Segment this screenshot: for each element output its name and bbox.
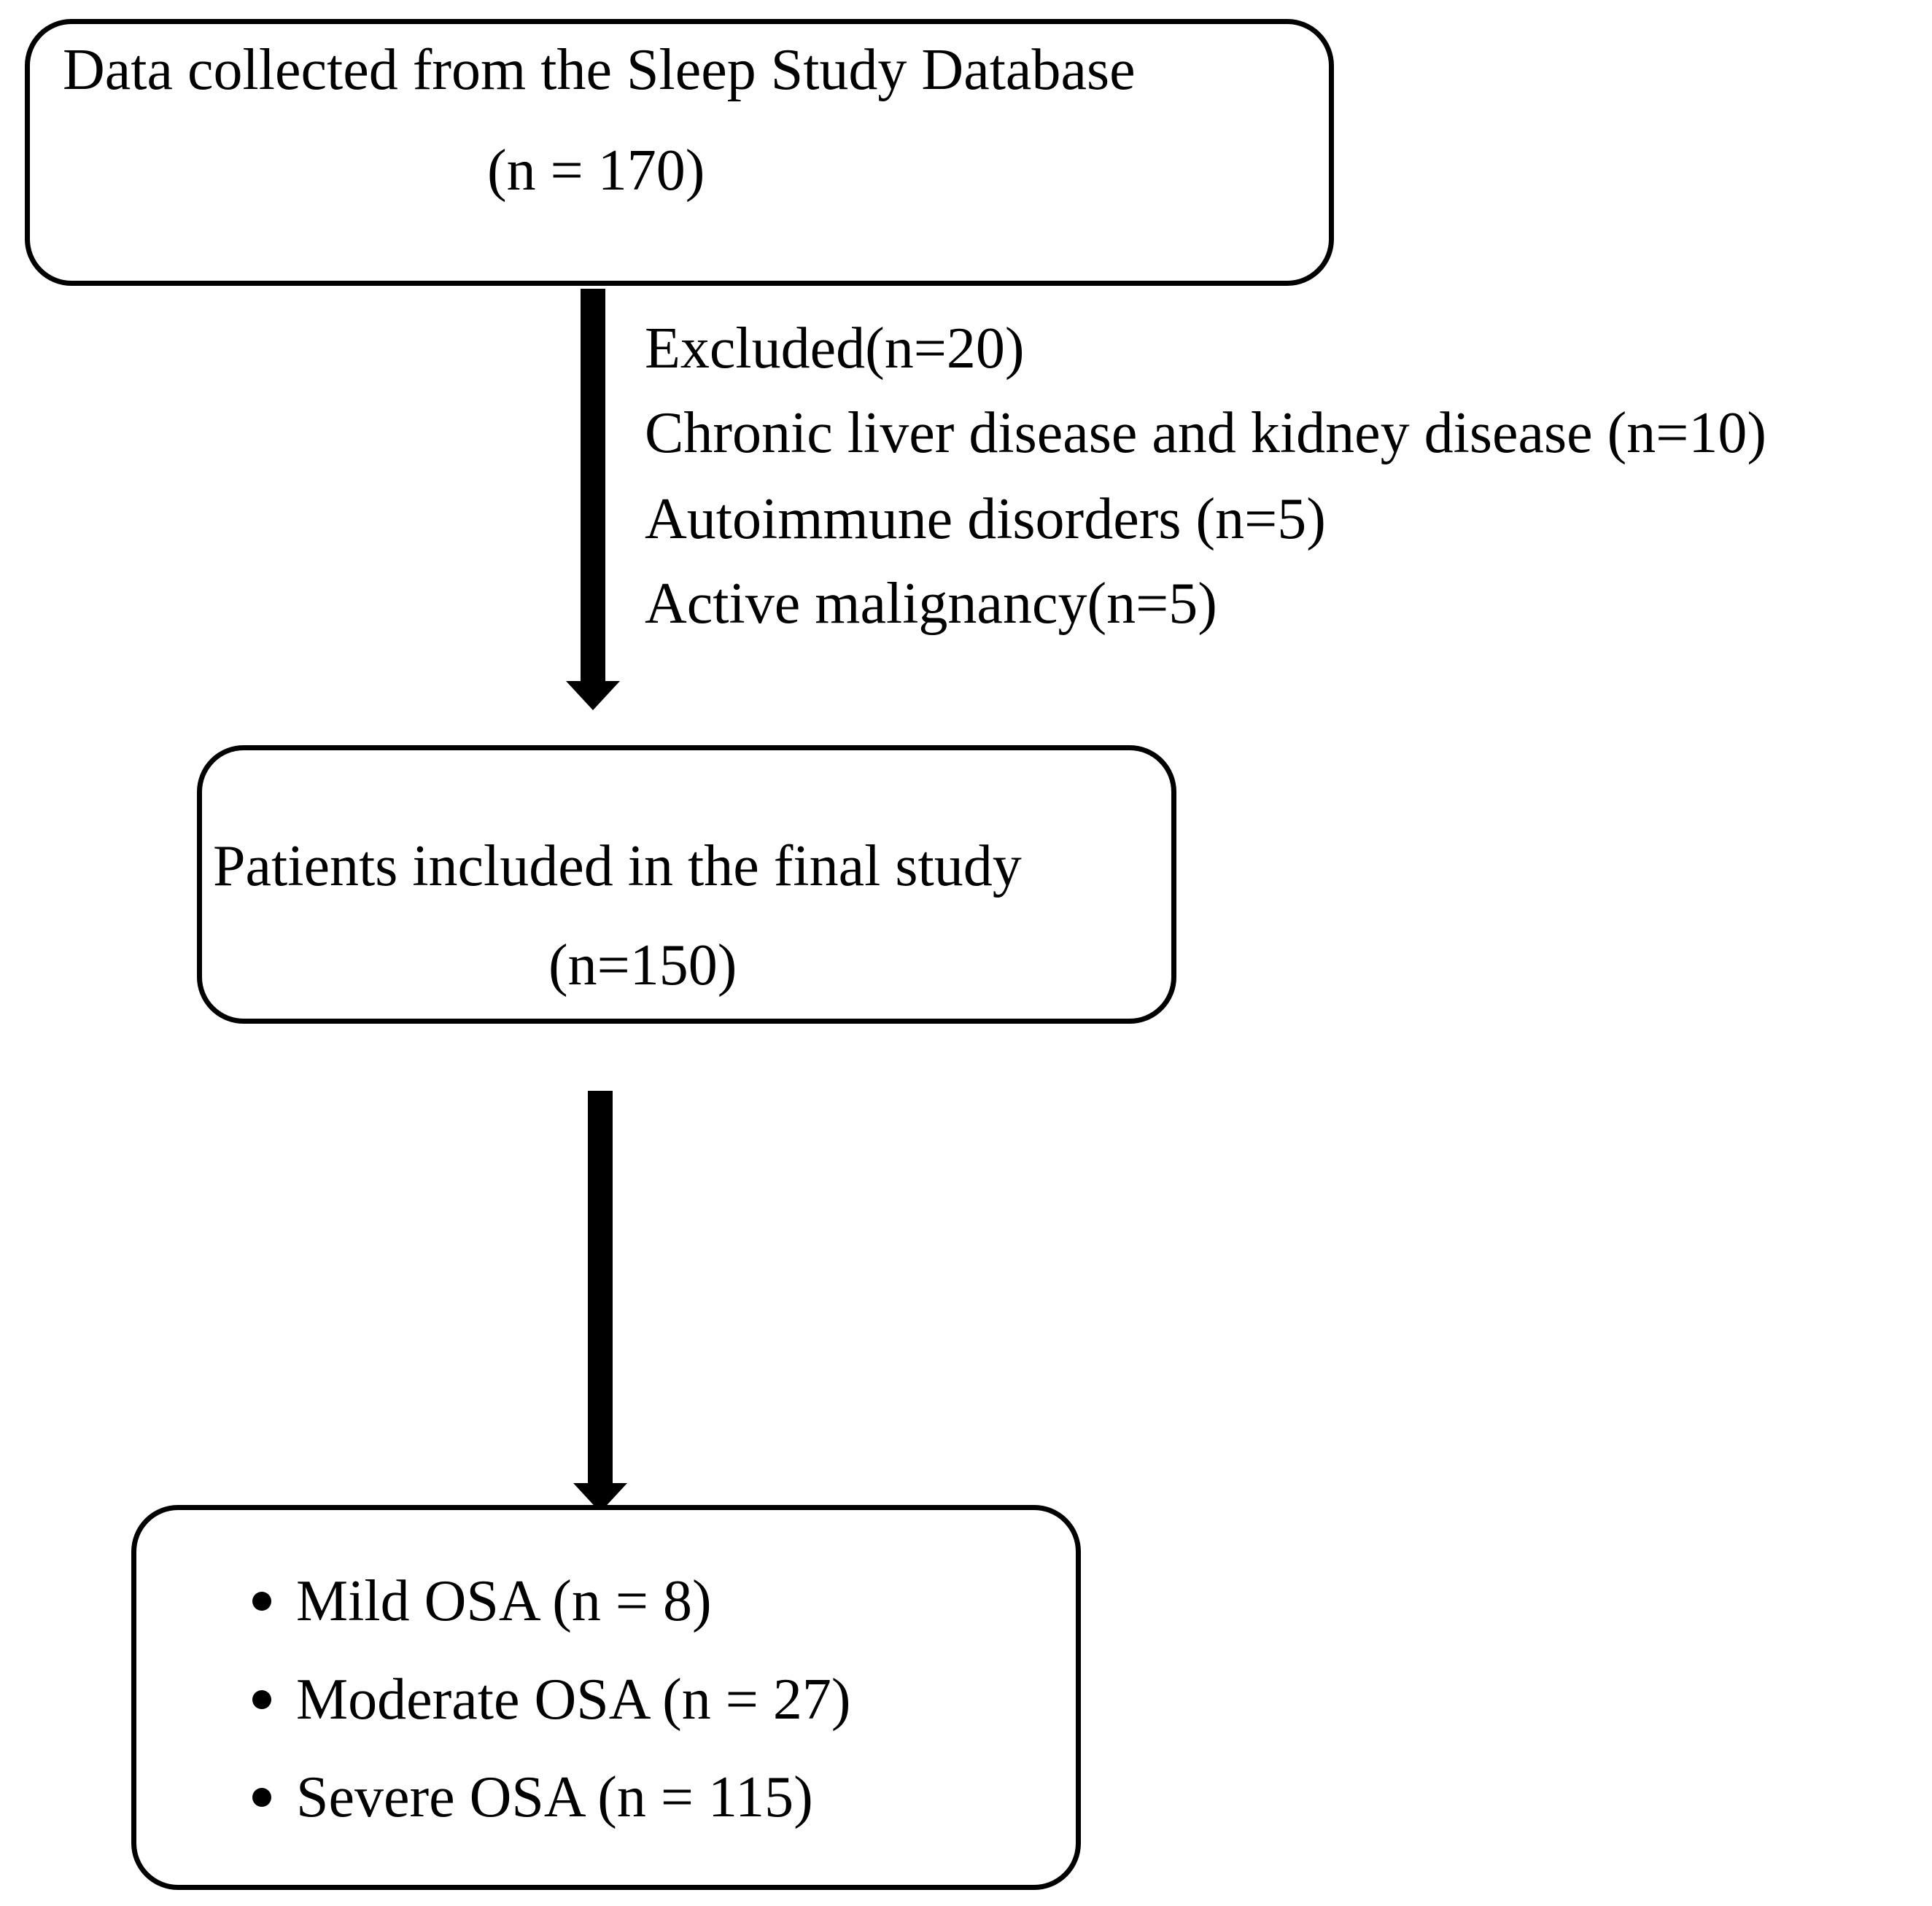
- source-title: Data collected from the Sleep Study Data…: [63, 38, 1136, 102]
- bullet-icon: [252, 1788, 271, 1807]
- source-box: [25, 19, 1334, 286]
- arrow-shaft-2: [588, 1091, 613, 1485]
- included-box: [197, 745, 1176, 1024]
- exclusion-item: Chronic liver disease and kidney disease…: [645, 401, 1767, 465]
- arrow-head-1: [566, 681, 620, 710]
- bullet-icon: [252, 1690, 271, 1709]
- groups-box: [131, 1505, 1081, 1890]
- bullet-icon: [252, 1592, 271, 1611]
- group-item: Mild OSA (n = 8): [296, 1569, 712, 1633]
- exclusion-item: Autoimmune disorders (n=5): [645, 487, 1326, 551]
- source-count: (n = 170): [487, 139, 705, 203]
- included-count: (n=150): [548, 933, 737, 997]
- exclusion-header: Excluded(n=20): [645, 316, 1025, 381]
- exclusion-item: Active malignancy(n=5): [645, 572, 1217, 636]
- group-item: Moderate OSA (n = 27): [296, 1668, 851, 1732]
- arrow-shaft-1: [581, 289, 605, 682]
- included-title: Patients included in the final study: [213, 834, 1022, 898]
- group-item: Severe OSA (n = 115): [296, 1765, 813, 1829]
